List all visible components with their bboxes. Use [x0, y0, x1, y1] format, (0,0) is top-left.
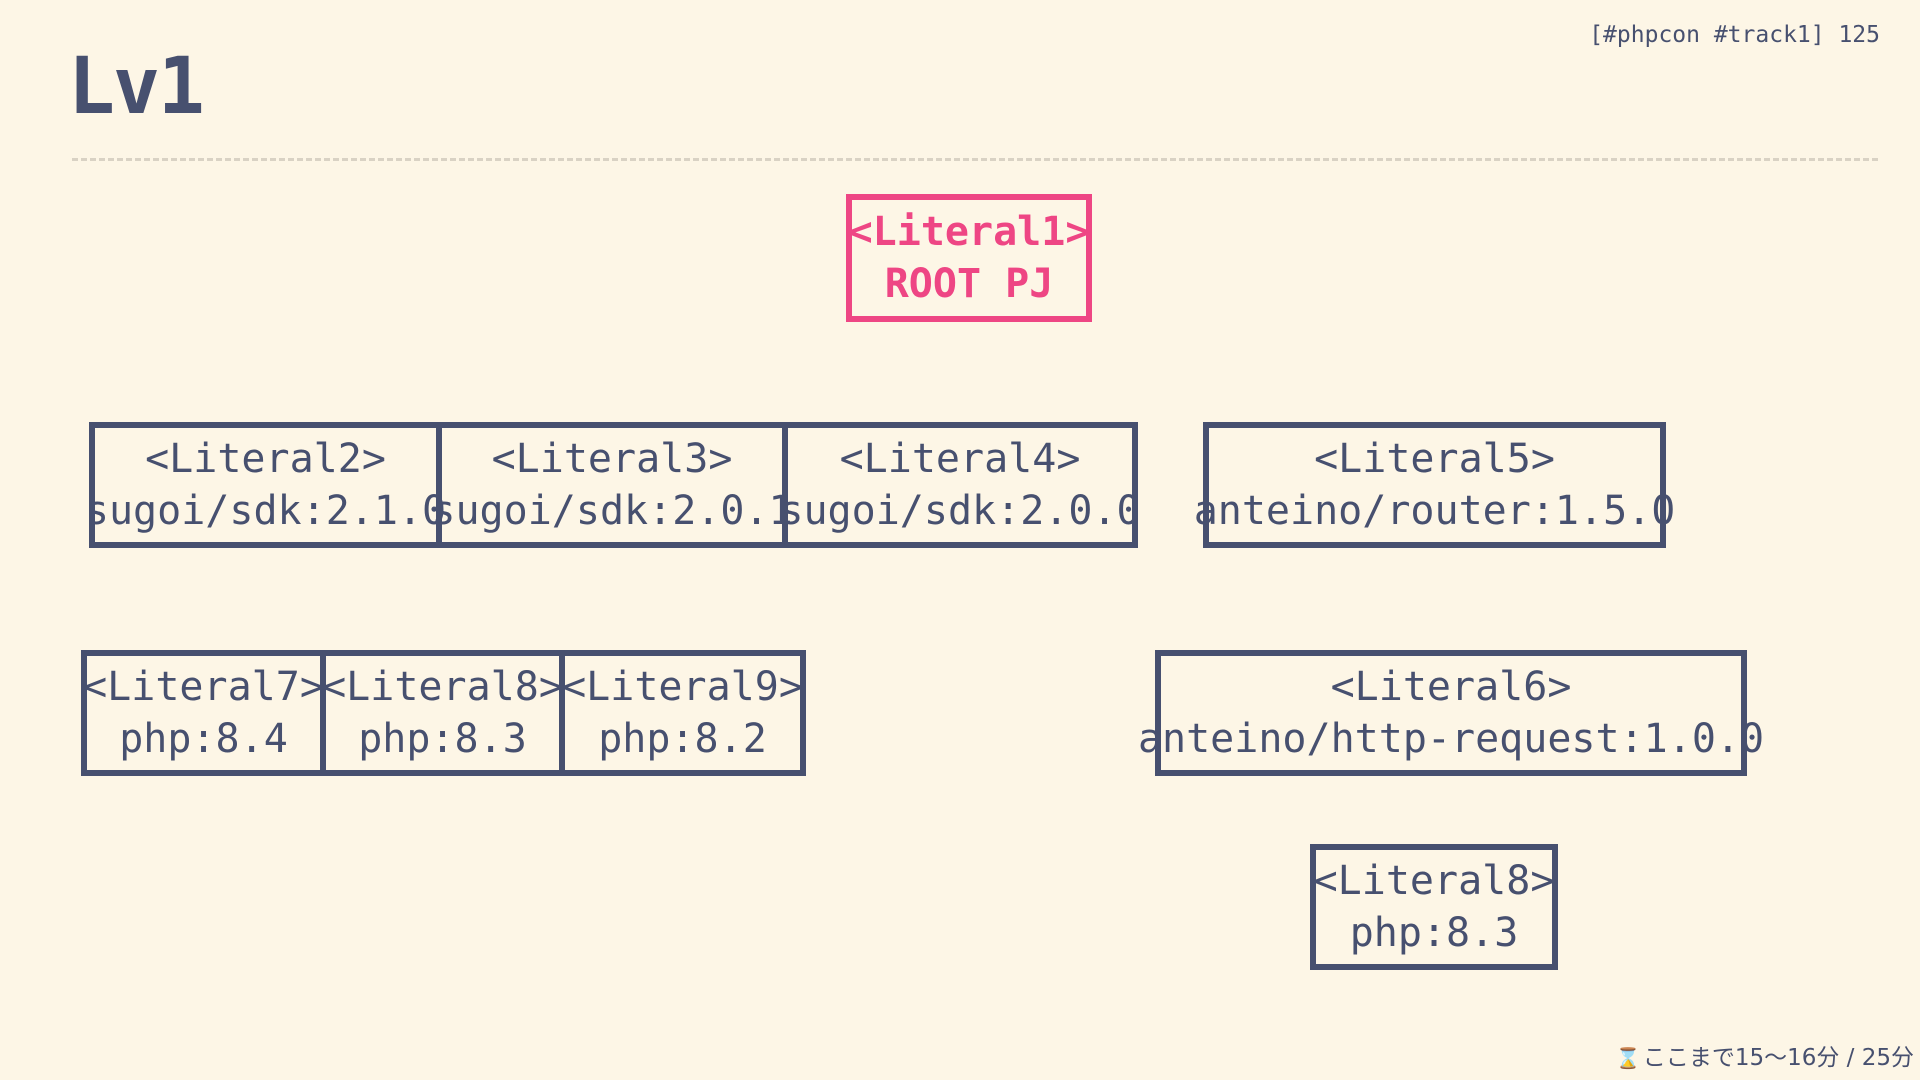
node-literal5: <Literal5> anteino/router:1.5.0	[1194, 422, 1675, 548]
timer-text: ここまで15〜16分 / 25分	[1642, 1045, 1914, 1071]
node-literal3: <Literal3> sugoi/sdk:2.0.1	[431, 422, 793, 548]
node-literal4: <Literal4> sugoi/sdk:2.0.0	[779, 422, 1141, 548]
slide-title: Lv1	[68, 42, 205, 132]
node-label: sugoi/sdk:2.0.0	[779, 488, 1141, 534]
hourglass-icon: ⌛	[1615, 1046, 1641, 1070]
node-label: php:8.3	[1349, 910, 1519, 956]
node-label: anteino/router:1.5.0	[1193, 488, 1676, 534]
node-id: <Literal6>	[1330, 664, 1572, 710]
node-literal8: <Literal8> php:8.3	[320, 650, 565, 776]
node-id: <Literal7>	[83, 664, 324, 710]
title-divider	[72, 158, 1878, 161]
node-id: <Literal1>	[848, 209, 1090, 255]
node-literal7: <Literal7> php:8.4	[81, 650, 326, 776]
node-label: ROOT PJ	[884, 261, 1054, 307]
node-label: php:8.2	[598, 716, 767, 762]
node-id: <Literal3>	[491, 436, 733, 482]
node-id: <Literal5>	[1314, 436, 1555, 482]
node-literal6: <Literal6> anteino/http-request:1.0.0	[1138, 650, 1764, 776]
node-literal8-second: <Literal8> php:8.3	[1310, 844, 1558, 970]
node-label: sugoi/sdk:2.1.0	[84, 488, 447, 534]
node-literal9: <Literal9> php:8.2	[559, 650, 806, 776]
node-label: php:8.3	[358, 716, 527, 762]
node-id: <Literal2>	[145, 436, 386, 482]
node-label: php:8.4	[119, 716, 288, 762]
node-literal2: <Literal2> sugoi/sdk:2.1.0	[85, 422, 446, 548]
node-label: anteino/http-request:1.0.0	[1137, 716, 1765, 762]
slide-meta: [#phpcon #track1] 125	[1589, 22, 1880, 48]
node-id: <Literal4>	[839, 436, 1081, 482]
node-label: sugoi/sdk:2.0.1	[431, 488, 793, 534]
node-id: <Literal8>	[1313, 858, 1555, 904]
node-id: <Literal9>	[562, 664, 803, 710]
timer-footer: ⌛ここまで15〜16分 / 25分	[1616, 1038, 1914, 1072]
node-id: <Literal8>	[322, 664, 563, 710]
node-root: <Literal1> ROOT PJ	[846, 194, 1092, 322]
